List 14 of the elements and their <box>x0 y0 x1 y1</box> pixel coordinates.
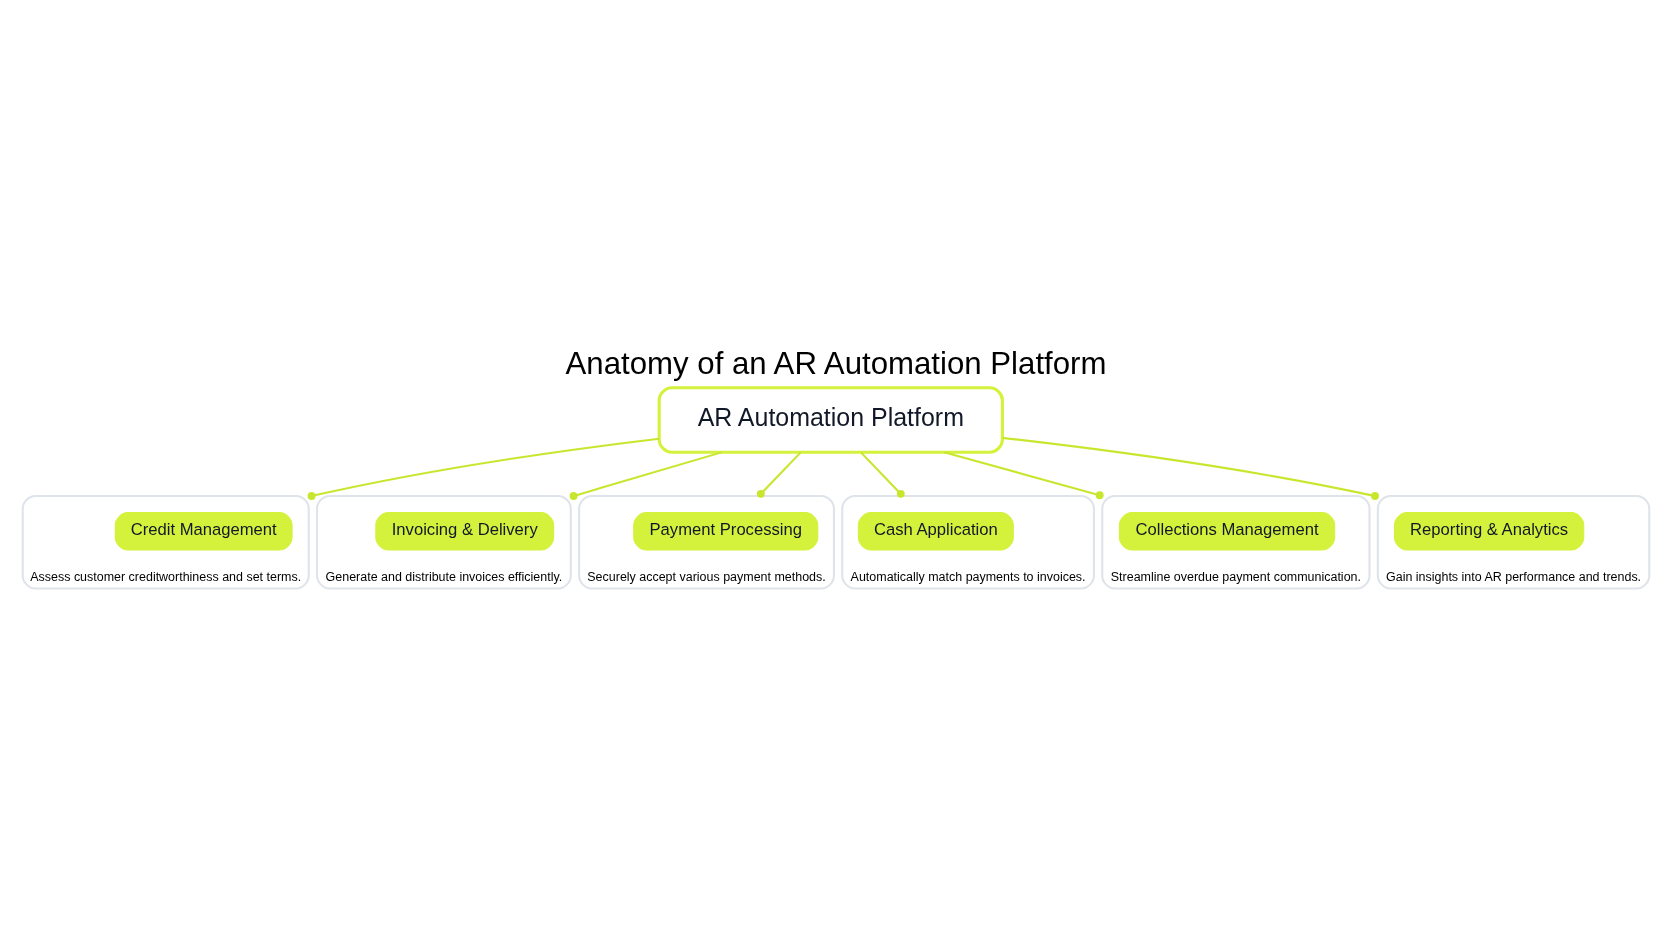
connector <box>307 437 660 500</box>
diagram-title: Anatomy of an AR Automation Platform <box>565 345 1107 381</box>
connector <box>756 451 802 498</box>
node-box: AR Automation Platform <box>657 385 1004 454</box>
connector <box>1002 436 1379 500</box>
node-box: Credit Management <box>114 511 293 551</box>
node-box: Invoicing & Delivery <box>375 511 555 551</box>
connector <box>943 450 1104 499</box>
node-box: Payment Processing <box>633 511 819 551</box>
connector <box>860 451 905 498</box>
connector <box>569 450 722 500</box>
node-box: Collections Management <box>1118 511 1336 551</box>
node-box: Reporting & Analytics <box>1393 511 1585 551</box>
node-box: Cash Application <box>857 511 1014 551</box>
